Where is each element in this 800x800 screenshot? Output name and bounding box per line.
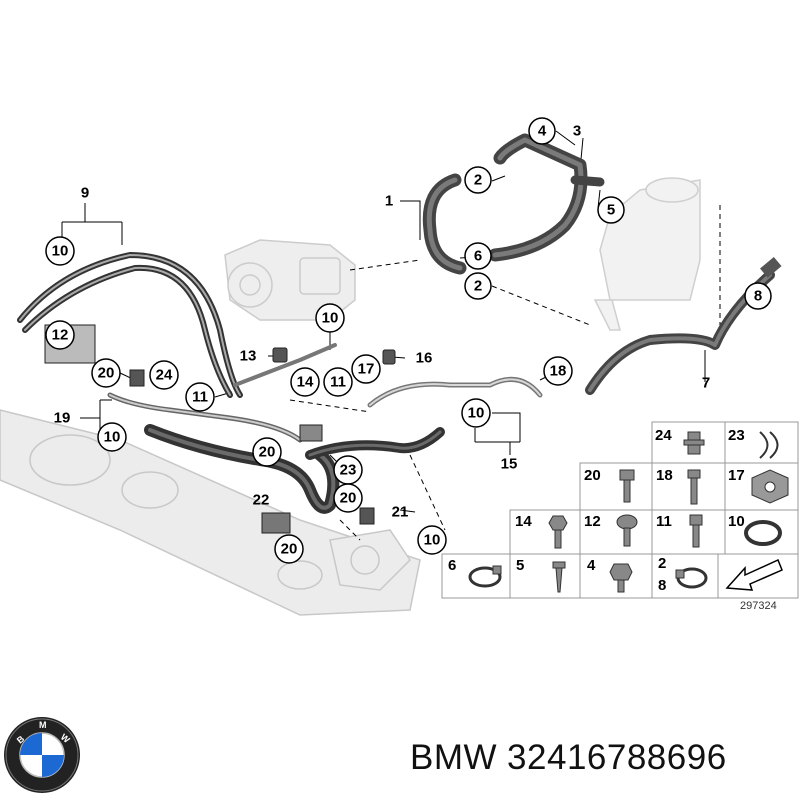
- label-16: 16: [416, 350, 433, 367]
- callout-11-right[interactable]: 11: [323, 367, 353, 397]
- callout-5[interactable]: 5: [597, 196, 625, 224]
- legend-label-17: 17: [728, 467, 745, 484]
- svg-text:10: 10: [104, 429, 121, 446]
- svg-text:23: 23: [340, 462, 357, 479]
- legend-label-14: 14: [515, 513, 532, 530]
- callout-14[interactable]: 14: [290, 367, 320, 397]
- svg-text:10: 10: [322, 310, 339, 327]
- svg-text:10: 10: [468, 405, 485, 422]
- legend-label-23: 23: [728, 427, 745, 444]
- legend-label-11: 11: [656, 513, 672, 530]
- part-number: 32416788696: [507, 738, 727, 777]
- callout-10-line15[interactable]: 10: [461, 398, 491, 428]
- label-21: 21: [392, 504, 409, 521]
- legend-label-18: 18: [656, 467, 673, 484]
- svg-text:20: 20: [281, 541, 298, 558]
- legend-part-24: [683, 431, 705, 455]
- legend-part-20: [619, 469, 635, 503]
- callout-20-left[interactable]: 20: [91, 358, 121, 388]
- svg-text:4: 4: [538, 123, 547, 140]
- callout-23[interactable]: 23: [333, 455, 363, 485]
- label-15: 15: [501, 456, 518, 473]
- pump-ghost: [224, 239, 356, 321]
- legend-label-2: 2: [658, 555, 666, 572]
- svg-text:11: 11: [330, 374, 346, 391]
- svg-text:2: 2: [474, 278, 482, 295]
- callout-12[interactable]: 12: [45, 320, 75, 350]
- callout-20-bottom[interactable]: 20: [274, 534, 304, 564]
- legend-label-24: 24: [655, 427, 672, 444]
- label-19: 19: [54, 410, 71, 427]
- label-9: 9: [81, 185, 89, 202]
- callout-10-left[interactable]: 10: [97, 422, 127, 452]
- legend-part-11: [689, 514, 703, 548]
- legend-part-10: [744, 520, 782, 546]
- svg-text:B: B: [15, 733, 27, 745]
- svg-text:24: 24: [156, 367, 173, 384]
- label-13: 13: [240, 348, 257, 365]
- hoses: [17, 133, 782, 514]
- svg-text:10: 10: [52, 243, 69, 260]
- legend-part-23: [759, 431, 779, 459]
- legend-part-14: [548, 515, 568, 549]
- callout-10-top-left[interactable]: 10: [45, 236, 75, 266]
- svg-text:20: 20: [259, 444, 276, 461]
- legend-label-6: 6: [448, 557, 456, 574]
- svg-text:8: 8: [754, 288, 762, 305]
- svg-text:12: 12: [52, 327, 69, 344]
- svg-text:14: 14: [297, 374, 314, 391]
- callout-20-mid[interactable]: 20: [252, 437, 282, 467]
- brand-name: BMW: [410, 738, 498, 777]
- bmw-logo: B M W: [4, 717, 80, 793]
- legend-part-5: [552, 561, 566, 593]
- callout-10-rack[interactable]: 10: [417, 525, 447, 555]
- svg-text:5: 5: [607, 202, 615, 219]
- svg-text:2: 2: [474, 172, 482, 189]
- callout-24[interactable]: 24: [149, 360, 179, 390]
- svg-text:M: M: [39, 720, 47, 730]
- callout-18[interactable]: 18: [543, 356, 573, 386]
- label-3: 3: [573, 123, 581, 140]
- callout-4[interactable]: 4: [528, 117, 556, 145]
- legend-label-10: 10: [728, 513, 745, 530]
- callout-6[interactable]: 6: [464, 242, 492, 270]
- legend-part-2-8: [675, 567, 708, 589]
- legend-part-17: [751, 469, 789, 504]
- legend-label-12: 12: [584, 513, 601, 530]
- callout-2-upper[interactable]: 2: [464, 166, 492, 194]
- legend-part-12: [616, 514, 638, 547]
- callout-8[interactable]: 8: [744, 282, 772, 310]
- callout-17[interactable]: 17: [351, 354, 381, 384]
- dashed-lines: [289, 205, 721, 541]
- callout-2-lower[interactable]: 2: [464, 272, 492, 300]
- legend-part-6: [468, 565, 502, 588]
- label-7: 7: [702, 375, 710, 392]
- parts-legend: 24 23 20 18 17 14 12 11 10 6 5 4: [441, 421, 799, 612]
- label-1: 1: [385, 193, 393, 210]
- callout-11-left[interactable]: 11: [185, 382, 215, 412]
- svg-text:20: 20: [98, 365, 115, 382]
- callout-10-mid[interactable]: 10: [315, 303, 345, 333]
- svg-text:6: 6: [474, 248, 482, 265]
- legend-label-5: 5: [516, 557, 524, 574]
- svg-text:11: 11: [192, 389, 208, 406]
- label-22: 22: [253, 492, 270, 509]
- legend-part-4: [609, 563, 633, 593]
- svg-text:10: 10: [424, 532, 441, 549]
- svg-text:17: 17: [358, 361, 375, 378]
- arrow-icon: [725, 558, 783, 591]
- legend-label-4: 4: [587, 557, 596, 574]
- diagram-id: 297324: [740, 600, 777, 612]
- callout-20-lower[interactable]: 20: [333, 483, 363, 513]
- legend-part-18: [687, 469, 701, 505]
- svg-text:18: 18: [550, 363, 567, 380]
- steering-rack-ghost: [0, 409, 421, 616]
- svg-text:20: 20: [340, 490, 357, 507]
- legend-label-20: 20: [584, 467, 601, 484]
- reservoir-ghost: [593, 177, 701, 331]
- legend-label-8: 8: [658, 577, 666, 594]
